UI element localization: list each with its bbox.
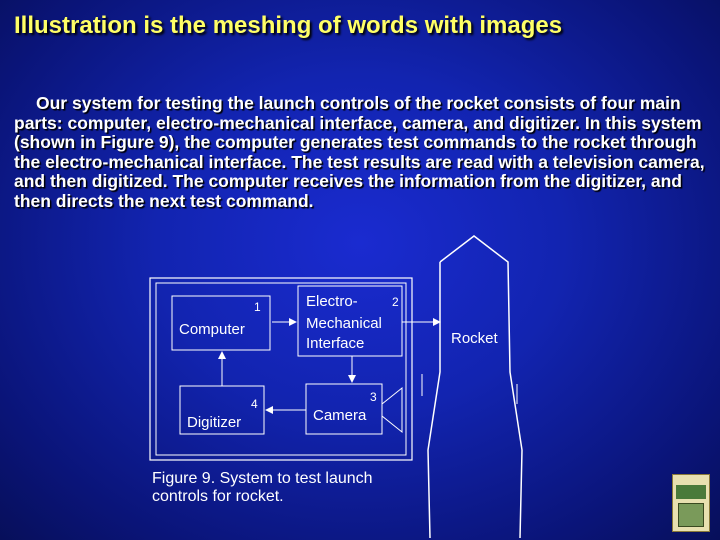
diagram-frame-inner xyxy=(155,282,407,456)
interface-box xyxy=(297,285,403,357)
interface-label-line1: Electro- xyxy=(306,293,358,310)
book-cover-icon xyxy=(672,474,710,532)
figure-caption: Figure 9. System to test launch controls… xyxy=(152,470,442,506)
interface-number: 2 xyxy=(392,295,399,309)
diagram-frame xyxy=(149,277,413,461)
rocket-label: Rocket xyxy=(451,330,499,347)
book-cover-picture xyxy=(678,503,704,527)
caption-line-2: controls for rocket. xyxy=(152,488,284,505)
digitizer-number: 4 xyxy=(251,397,258,411)
body-paragraph: Our system for testing the launch contro… xyxy=(14,93,705,211)
digitizer-label: Digitizer xyxy=(187,414,241,431)
slide-title: Illustration is the meshing of words wit… xyxy=(14,12,563,39)
rocket-outline xyxy=(439,235,523,539)
camera-lens-shape xyxy=(381,386,403,434)
book-cover-band xyxy=(676,485,706,499)
computer-number: 1 xyxy=(254,300,261,314)
interface-label-line2: Mechanical xyxy=(306,315,382,332)
rocket-outline-left xyxy=(427,262,441,539)
caption-line-1: Figure 9. System to test launch xyxy=(152,470,373,487)
camera-label: Camera xyxy=(313,407,367,424)
computer-label: Computer xyxy=(179,321,245,338)
computer-box xyxy=(171,295,271,351)
interface-label-line3: Interface xyxy=(306,335,364,352)
camera-number: 3 xyxy=(370,390,377,404)
